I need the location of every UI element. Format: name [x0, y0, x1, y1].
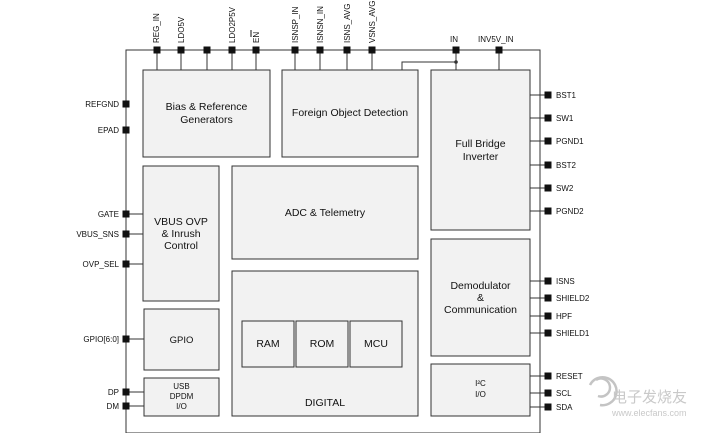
pin-gate: GATE — [98, 210, 119, 219]
rom-block: ROM — [295, 320, 349, 368]
pin-ldo5v: LDO5V — [177, 16, 186, 43]
pin-dm: DM — [107, 402, 120, 411]
watermark-cn: 电子发烧友 — [612, 389, 687, 406]
adc-telemetry-block: ADC & Telemetry — [231, 165, 419, 260]
pin-dp: DP — [108, 388, 119, 397]
pin-bst1: BST1 — [556, 91, 577, 100]
pin-pgnd1: PGND1 — [556, 137, 584, 146]
top-pin-squares — [153, 46, 503, 54]
pin-ldo2p5v: LDO2P5V — [228, 6, 237, 43]
left-pin-squares — [122, 100, 130, 410]
svg-text:ROM: ROM — [310, 338, 335, 350]
watermark-url: www.elecfans.com — [611, 408, 687, 418]
pin-ovp-sel: OVP_SEL — [83, 260, 120, 269]
right-pin-labels: BST1 SW1 PGND1 BST2 SW2 PGND2 ISNS SHIEL… — [556, 91, 590, 412]
svg-text:DPDM: DPDM — [170, 392, 194, 401]
i2c-block: I²C I/O — [430, 363, 531, 417]
in-junction-dot — [454, 60, 458, 64]
gpio-block: GPIO — [143, 308, 220, 371]
watermark-logo-icon — [588, 375, 618, 407]
pin-reset: RESET — [556, 372, 583, 381]
pin-vbus-sns: VBUS_SNS — [76, 230, 119, 239]
demodulator-block: Demodulator & Communication — [430, 238, 531, 357]
pin-bst2: BST2 — [556, 161, 577, 170]
pin-shield2: SHIELD2 — [556, 294, 590, 303]
pin-sw2: SW2 — [556, 184, 574, 193]
pin-sw1: SW1 — [556, 114, 574, 123]
svg-text:GPIO: GPIO — [170, 335, 194, 346]
pin-epad: EPAD — [98, 126, 119, 135]
svg-text:Inverter: Inverter — [463, 151, 499, 163]
svg-text:Demodulator: Demodulator — [450, 280, 511, 292]
top-pin-labels: REG_IN LDO5V LDO2P5V EN ISNSP_IN ISNSN_I… — [152, 0, 514, 44]
watermark: 电子发烧友 www.elecfans.com — [588, 375, 687, 418]
right-pin-squares — [544, 91, 552, 411]
pin-refgnd: REFGND — [85, 100, 119, 109]
usb-dpdm-block: USB DPDM I/O — [143, 377, 220, 417]
ram-block: RAM — [241, 320, 295, 368]
svg-text:Foreign Object Detection: Foreign Object Detection — [292, 107, 408, 119]
svg-text:DIGITAL: DIGITAL — [305, 397, 345, 409]
mcu-block: MCU — [349, 320, 403, 368]
pin-sda: SDA — [556, 403, 573, 412]
svg-text:RAM: RAM — [256, 338, 279, 350]
pin-gpio: GPIO[6:0] — [83, 335, 119, 344]
svg-text:USB: USB — [173, 382, 189, 391]
pin-reg-in: REG_IN — [152, 13, 161, 43]
svg-text:Control: Control — [164, 240, 198, 252]
svg-text:MCU: MCU — [364, 338, 388, 350]
svg-text:I/O: I/O — [475, 390, 486, 399]
svg-text:& Inrush: & Inrush — [161, 228, 200, 240]
pin-scl: SCL — [556, 389, 572, 398]
pin-pgnd2: PGND2 — [556, 207, 584, 216]
pin-isns-avg: ISNS_AVG — [343, 4, 352, 43]
svg-text:Communication: Communication — [444, 304, 517, 316]
full-bridge-inverter-block: Full Bridge Inverter — [430, 69, 531, 231]
pin-isnsp-in: ISNSP_IN — [291, 6, 300, 43]
pin-in: IN — [450, 35, 458, 44]
pin-isnsn-in: ISNSN_IN — [316, 6, 325, 43]
pin-isns: ISNS — [556, 277, 575, 286]
foreign-object-detection-block: Foreign Object Detection — [281, 69, 419, 158]
pin-en: EN — [252, 32, 261, 43]
svg-text:Generators: Generators — [180, 114, 233, 126]
pin-hpf: HPF — [556, 312, 572, 321]
svg-text:Bias & Reference: Bias & Reference — [166, 101, 248, 113]
vbus-ovp-block: VBUS OVP & Inrush Control — [142, 165, 220, 302]
svg-text:Full Bridge: Full Bridge — [455, 138, 505, 150]
svg-text:VBUS OVP: VBUS OVP — [154, 216, 208, 228]
bias-reference-block: Bias & Reference Generators — [142, 69, 271, 158]
svg-text:&: & — [477, 292, 484, 304]
pin-inv5v-in: INV5V_IN — [478, 35, 514, 44]
svg-text:ADC & Telemetry: ADC & Telemetry — [285, 207, 366, 219]
svg-text:I²C: I²C — [475, 379, 486, 388]
svg-text:I/O: I/O — [176, 402, 187, 411]
left-pin-labels: REFGND EPAD GATE VBUS_SNS OVP_SEL GPIO[6… — [76, 100, 119, 411]
pin-vsns-avg: VSNS_AVG — [368, 0, 377, 43]
pin-shield1: SHIELD1 — [556, 329, 590, 338]
